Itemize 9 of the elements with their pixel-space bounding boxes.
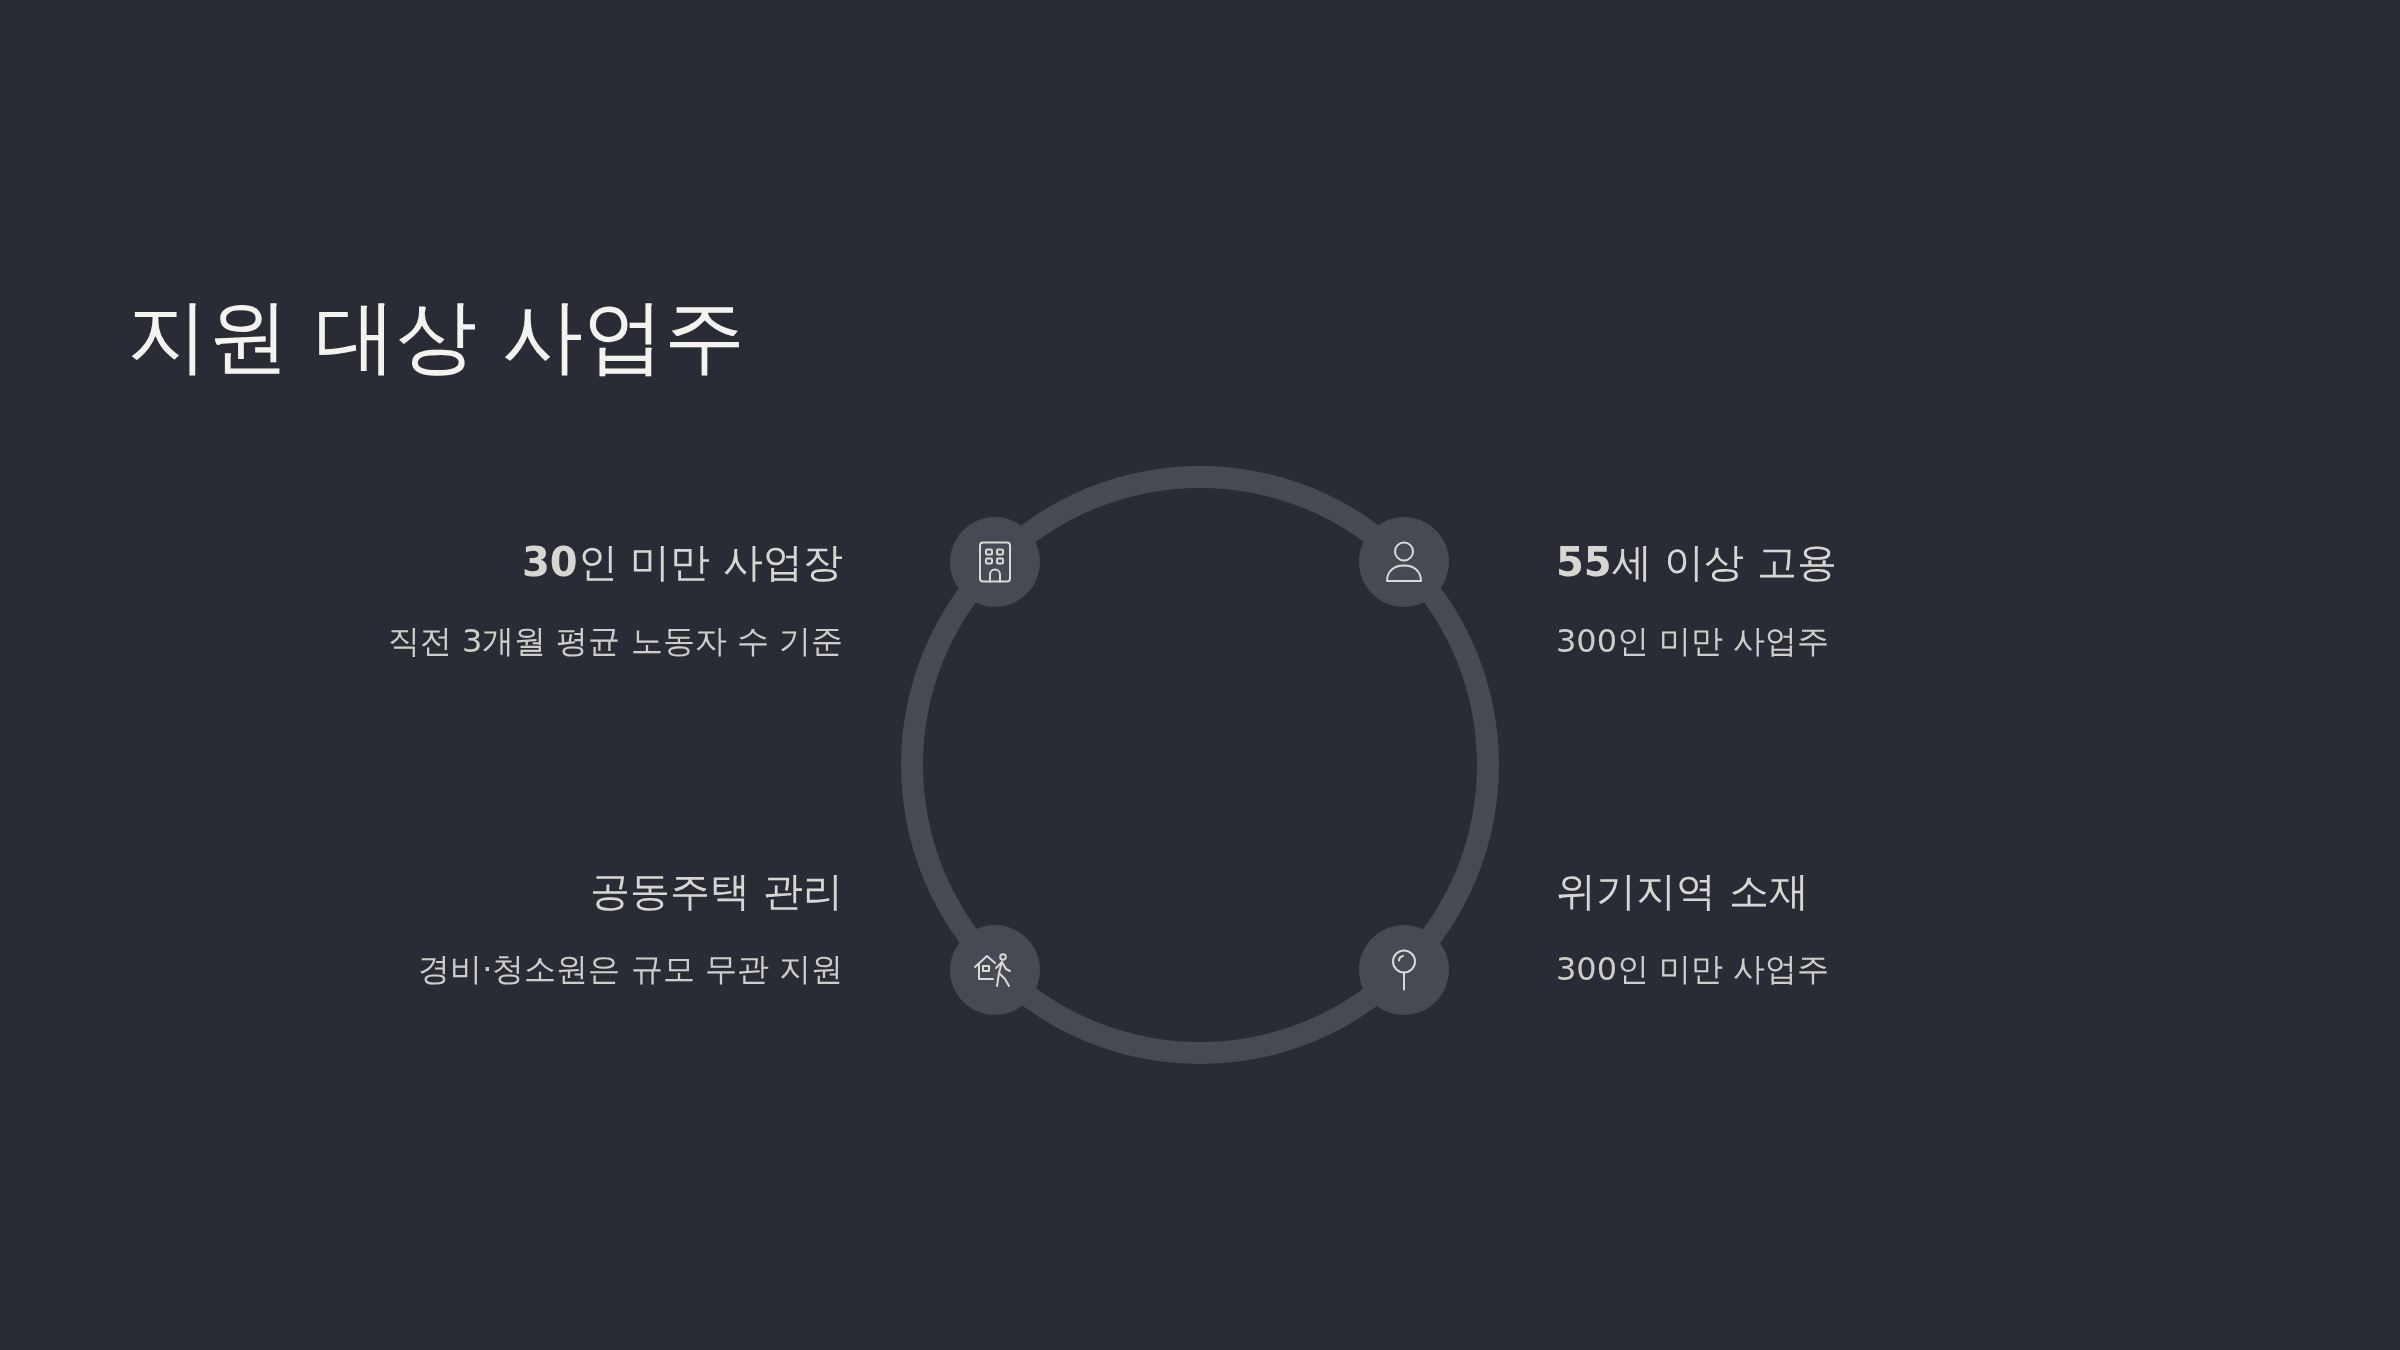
title: 지원 대상 사업주: [127, 288, 746, 385]
item-description: 경비·청소원은 규모 무관 지원: [418, 950, 843, 989]
item-description: 직전 3개월 평균 노동자 수 기준: [387, 622, 843, 661]
item-heading: 공동주택 관리: [590, 867, 843, 915]
item-heading: 위기지역 소재: [1556, 867, 1809, 915]
item-heading: 30인 미만 사업장: [521, 538, 843, 586]
item-description: 300인 미만 사업주: [1556, 622, 1830, 661]
item-heading: 55세 이상 고용: [1556, 538, 1838, 586]
item-description: 300인 미만 사업주: [1556, 950, 1830, 989]
